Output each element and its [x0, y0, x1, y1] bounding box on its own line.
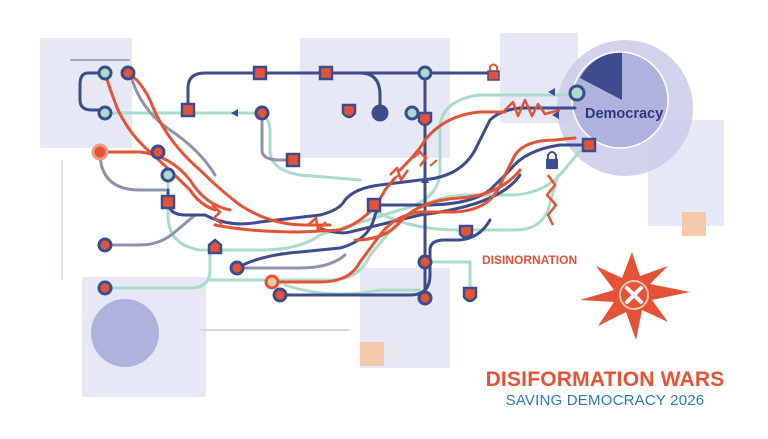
lightning-icon: [211, 98, 561, 232]
panel-accent: [360, 342, 384, 366]
panel-circle: [91, 299, 159, 367]
arrow-markers: [231, 88, 559, 183]
connector-line: [358, 71, 382, 115]
node: [417, 290, 433, 306]
node: [150, 144, 166, 160]
explosion-icon: [580, 252, 690, 340]
connector-line: [166, 93, 582, 252]
arrow-icon: [552, 111, 559, 119]
node: [91, 143, 109, 161]
node: [120, 65, 136, 81]
connector-line: [103, 71, 217, 212]
gray-lines: [98, 71, 427, 297]
panel-accent: [682, 212, 706, 236]
disinformation-label: DISINORNATION: [482, 253, 577, 267]
node: [568, 84, 586, 102]
square-node: [318, 65, 334, 81]
democracy-label: Democracy: [585, 106, 663, 122]
node: [417, 254, 433, 270]
node: [229, 260, 245, 276]
node: [97, 237, 113, 253]
node: [97, 65, 113, 81]
connector-line: [238, 253, 347, 270]
nodes: [97, 65, 586, 306]
connector-line: [186, 71, 497, 112]
connector-line: [398, 110, 507, 172]
arrow-icon: [421, 175, 429, 183]
node: [417, 65, 433, 81]
connector-line: [78, 71, 107, 112]
square-node: [366, 197, 382, 213]
panel: [300, 38, 450, 158]
arrow-icon: [548, 88, 555, 96]
connector-line: [270, 136, 577, 284]
arrow-icon: [231, 109, 238, 117]
square-nodes: [160, 65, 597, 213]
connector-line: [203, 106, 577, 226]
lock-icon: [546, 151, 558, 169]
connector-line: [103, 248, 212, 290]
poster-subtitle: SAVING DEMOCRACY 2026: [505, 392, 705, 409]
square-node: [252, 65, 268, 81]
connector-line: [235, 143, 590, 270]
democracy-ring: [571, 51, 669, 149]
square-node: [285, 152, 301, 168]
connector-line: [353, 168, 522, 242]
node: [160, 167, 176, 183]
square-node: [160, 194, 176, 210]
panel: [40, 38, 132, 148]
connector-line: [126, 71, 332, 227]
square-node: [581, 137, 597, 153]
node: [272, 287, 288, 303]
square-node: [180, 102, 196, 118]
broken-link-icon: [391, 151, 438, 181]
connector-line: [128, 71, 217, 177]
node: [254, 105, 270, 121]
connector-line: [103, 213, 197, 247]
democracy-arc: [580, 52, 622, 100]
lock-icon: [487, 63, 500, 81]
connector-line: [428, 260, 472, 292]
node: [97, 105, 113, 121]
node: [404, 105, 420, 121]
node: [97, 280, 113, 296]
poster-title: DISIFORMATION WARS: [485, 368, 725, 391]
node: [371, 104, 389, 122]
node: [264, 274, 280, 290]
shield-icon: [207, 103, 478, 303]
connector-line: [260, 108, 297, 162]
